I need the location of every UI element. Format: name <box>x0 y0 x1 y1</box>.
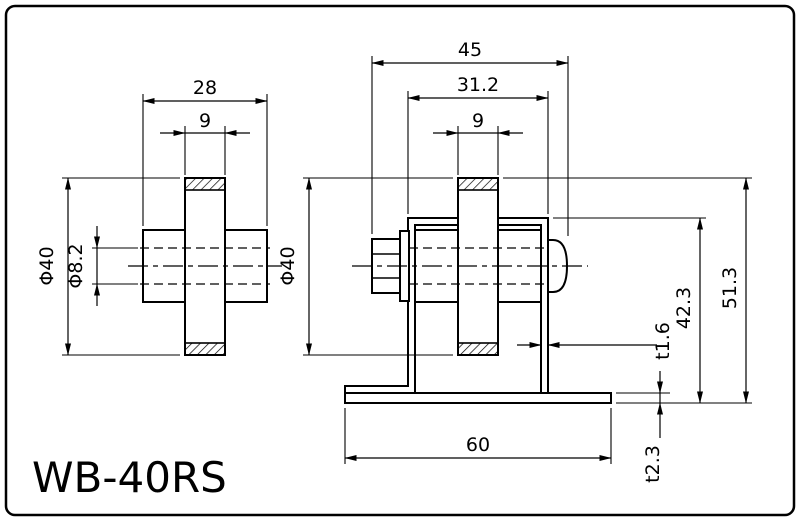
dim-wheel-diameter-left-label: Φ40 <box>36 246 58 285</box>
dim-bore-diameter: Φ8.2 <box>65 226 138 306</box>
right-view-bracket-assembly: 45 31.2 9 Φ40 42.3 <box>277 39 752 483</box>
hatch-band-bottom-right <box>457 342 499 356</box>
dim-base-length-label: 60 <box>466 434 490 456</box>
dim-disc-width-left: 9 <box>160 110 250 175</box>
dim-hub-width: 28 <box>142 77 268 226</box>
left-view-wheel-section: 28 9 Φ40 Φ8.2 <box>36 77 282 356</box>
dim-base-thickness-label: t2.3 <box>642 445 664 483</box>
base-plate <box>344 392 612 404</box>
dim-base-length: 60 <box>344 408 612 464</box>
dim-disc-width-right-label: 9 <box>472 110 484 132</box>
dim-overall-width-label: 45 <box>458 39 482 61</box>
dim-bore-diameter-label: Φ8.2 <box>65 243 87 288</box>
dim-wheel-diameter-right-label: Φ40 <box>277 246 299 285</box>
dim-plate-thickness: t1.6 <box>517 322 674 360</box>
dim-disc-width-right: 9 <box>433 110 523 175</box>
dim-plate-thickness-label: t1.6 <box>652 322 674 360</box>
dim-wheel-diameter-right: Φ40 <box>277 177 453 356</box>
dim-bracket-height: 42.3 <box>553 217 706 404</box>
hatch-band-top-left <box>184 177 226 191</box>
hex-bolt-facet-lines <box>372 253 400 279</box>
part-number-title: WB-40RS <box>32 453 227 502</box>
dim-hub-width-label: 28 <box>193 77 217 99</box>
dim-wheel-diameter-left: Φ40 <box>36 177 180 356</box>
dim-base-thickness: t2.3 <box>616 371 670 483</box>
dim-disc-width-left-label: 9 <box>199 110 211 132</box>
dim-bracket-width-label: 31.2 <box>457 74 499 96</box>
hatch-band-top-right <box>457 177 499 191</box>
dim-bracket-width: 31.2 <box>407 74 549 214</box>
hatch-band-bottom-left <box>184 342 226 356</box>
dim-overall-height: 51.3 <box>503 177 752 404</box>
dim-bracket-height-label: 42.3 <box>673 287 695 329</box>
dim-overall-height-label: 51.3 <box>719 267 741 309</box>
dim-overall-width: 45 <box>371 39 569 236</box>
